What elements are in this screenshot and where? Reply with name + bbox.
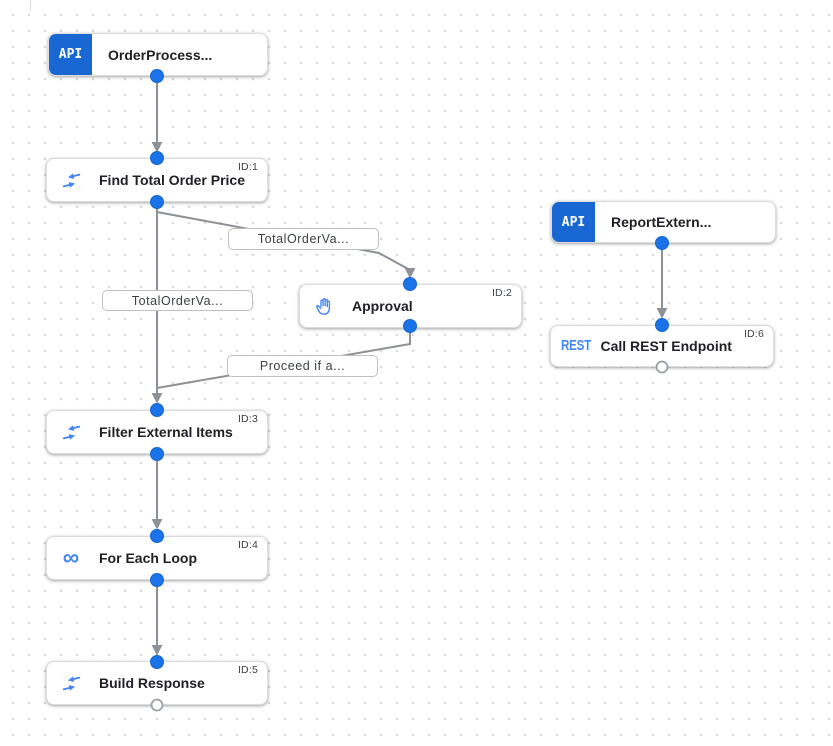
node-id-badge: ID:2 [491, 287, 512, 299]
api-trigger-icon: API [49, 34, 92, 75]
node-title: For Each Loop [99, 550, 197, 566]
node-id-badge: ID:5 [237, 664, 258, 676]
node-trigger-orderprocess[interactable]: API OrderProcess... [48, 33, 268, 76]
output-port[interactable] [150, 69, 164, 83]
canvas-border-artifact [30, 0, 31, 11]
node-title: Filter External Items [99, 424, 233, 440]
node-for-each-loop[interactable]: ∞ For Each Loop ID:4 [46, 536, 268, 580]
node-title: Find Total Order Price [99, 172, 245, 188]
input-port[interactable] [655, 318, 669, 332]
data-mapping-icon [60, 421, 82, 443]
hand-icon [313, 295, 335, 317]
node-approval[interactable]: Approval ID:2 [299, 284, 522, 328]
rest-icon: REST [561, 338, 591, 354]
output-port[interactable] [150, 573, 164, 587]
node-id-badge: ID:3 [237, 413, 258, 425]
input-port[interactable] [150, 151, 164, 165]
node-title: Approval [352, 298, 413, 314]
input-port[interactable] [150, 529, 164, 543]
api-trigger-icon: API [552, 202, 595, 242]
node-id-badge: ID:6 [743, 328, 764, 340]
empty-output-port[interactable] [655, 360, 669, 374]
output-port[interactable] [655, 236, 669, 250]
output-port[interactable] [150, 195, 164, 209]
data-mapping-icon [60, 672, 82, 694]
input-port[interactable] [150, 655, 164, 669]
input-port[interactable] [150, 403, 164, 417]
loop-icon: ∞ [62, 543, 80, 570]
node-title: ReportExtern... [611, 214, 712, 230]
input-port[interactable] [403, 277, 417, 291]
node-id-badge: ID:4 [237, 539, 258, 551]
edge-label-totalorderva-2[interactable]: TotalOrderVa... [102, 290, 253, 311]
data-mapping-icon [60, 169, 82, 191]
edge-label-proceed-if[interactable]: Proceed if a... [227, 355, 378, 377]
node-title: Call REST Endpoint [600, 338, 732, 354]
output-port[interactable] [150, 447, 164, 461]
output-port[interactable] [403, 319, 417, 333]
node-filter-external-items[interactable]: Filter External Items ID:3 [46, 410, 268, 454]
edge-label-totalorderva-1[interactable]: TotalOrderVa... [228, 228, 379, 250]
node-id-badge: ID:1 [237, 161, 258, 173]
node-title: Build Response [99, 675, 205, 691]
node-title: OrderProcess... [108, 46, 213, 63]
empty-output-port[interactable] [150, 698, 164, 712]
